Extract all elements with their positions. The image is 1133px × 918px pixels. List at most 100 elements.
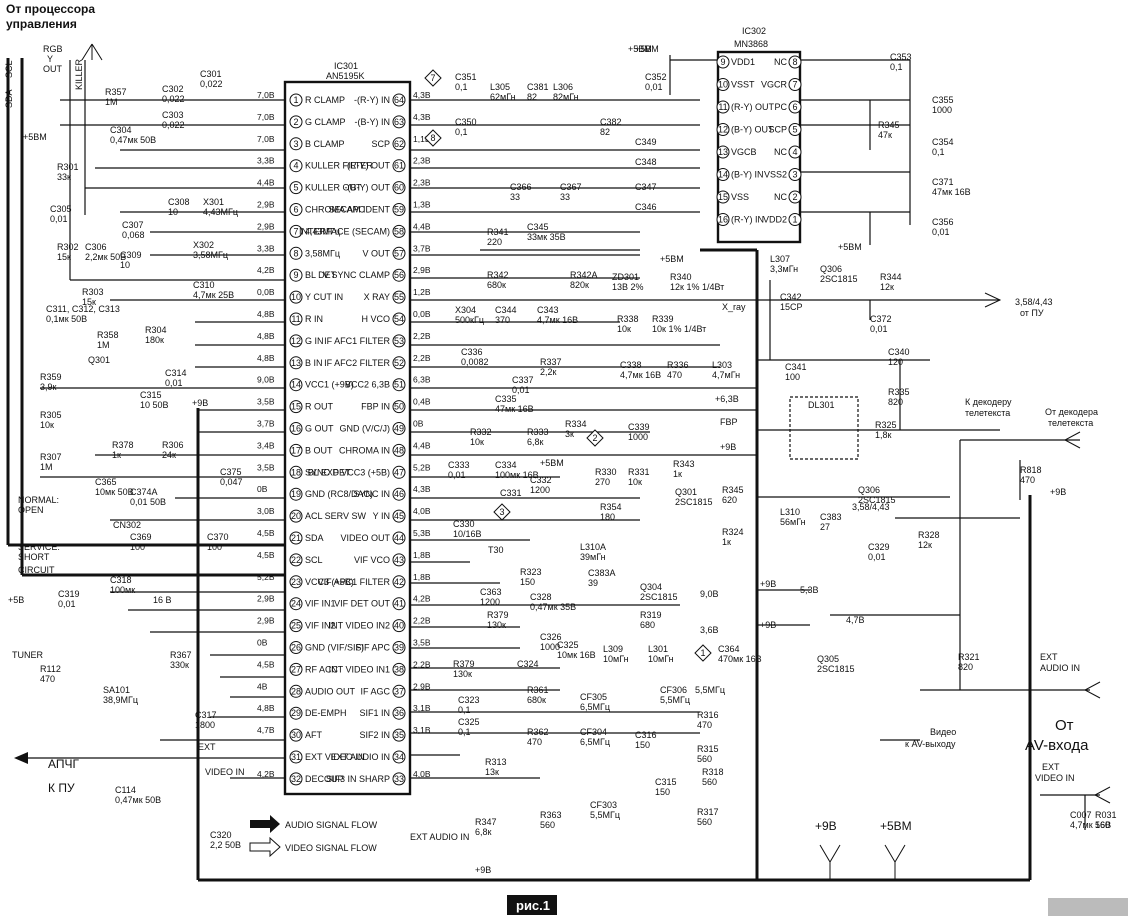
component-value: 10к: [470, 437, 484, 447]
pin-voltage: 3,1В: [413, 703, 431, 713]
component-value: 2SC1815: [817, 664, 855, 674]
pin-name: R IN: [305, 314, 323, 324]
pin-name: NC: [774, 147, 787, 157]
pin-voltage: 2,2В: [413, 616, 431, 626]
pin-number: 28: [291, 686, 301, 696]
component-ref: R357: [105, 87, 127, 97]
component-value: 5,5МГц: [660, 695, 690, 705]
component-ref: C366: [510, 182, 532, 192]
component-value: 5,5МГц: [590, 810, 620, 820]
component-value: 10к: [628, 477, 642, 487]
pin-name: VCC1 (+9В): [305, 380, 354, 390]
component-value: 560: [697, 754, 712, 764]
component-value: 3,58МГц: [193, 250, 228, 260]
pin-name: DECOUP: [305, 774, 344, 784]
pin-name: B OUT: [305, 445, 333, 455]
component-value: 0,1: [458, 705, 471, 715]
pin-voltage: 4,4В: [413, 440, 431, 450]
component-ref: C363: [480, 587, 502, 597]
note-label: OPEN: [18, 505, 44, 515]
component-value: 470: [667, 370, 682, 380]
component-value: 0,47мк 50В: [110, 135, 156, 145]
component-ref: R317: [697, 807, 719, 817]
component-value: 2SC1815: [858, 495, 896, 505]
pin-number: 19: [291, 489, 301, 499]
component-value: 1000: [628, 432, 648, 442]
component-value: 620: [722, 495, 737, 505]
pin-voltage: 4,2В: [413, 594, 431, 604]
pin-number: 23: [291, 577, 301, 587]
component-ref: C339: [628, 422, 650, 432]
from-av-1: От: [1055, 717, 1074, 734]
component-ref: C007: [1070, 810, 1092, 820]
component-ref: C302: [162, 84, 184, 94]
component-value: 1000: [932, 105, 952, 115]
component-value: 130к: [453, 669, 472, 679]
pin-voltage: 4,8В: [257, 331, 275, 341]
pin-voltage: 3,5В: [413, 638, 431, 648]
note-label: 4,7В: [846, 615, 865, 625]
component-ref: R342A: [570, 270, 598, 280]
pin-number: 58: [394, 226, 404, 236]
component-value: 0,022: [200, 79, 223, 89]
component-value: 0,022: [162, 94, 185, 104]
component-ref: C349: [635, 137, 657, 147]
pin-voltage: 7,0В: [257, 90, 275, 100]
component-value: 4,7мк 25В: [193, 290, 234, 300]
pin-voltage: 2,3В: [413, 156, 431, 166]
ic302-part: MN3868: [734, 39, 768, 49]
pin-number: 37: [394, 686, 404, 696]
from-cpu-line1: От процессора: [6, 2, 95, 16]
component-ref: C355: [932, 95, 954, 105]
note-label: +5ВМ: [660, 254, 684, 264]
pin-voltage: 2,9В: [257, 200, 275, 210]
pin-voltage: 3,5В: [257, 397, 275, 407]
pin-name: G OUT: [305, 424, 334, 434]
component-ref: T30: [488, 545, 504, 555]
marker-number: 2: [592, 433, 597, 443]
component-ref: C307: [122, 220, 144, 230]
component-ref: C319: [58, 589, 80, 599]
pin-number: 45: [394, 511, 404, 521]
pin-name: VIF IN2: [305, 621, 336, 631]
pin-number: 38: [394, 664, 404, 674]
note-label: EXT AUDIO IN: [410, 832, 469, 842]
legend-video: VIDEO SIGNAL FLOW: [285, 843, 377, 853]
pin-voltage: 2,9В: [257, 594, 275, 604]
figure-label: рис.1: [516, 898, 550, 913]
component-value: 0,01: [448, 470, 466, 480]
component-value: 6,5МГц: [580, 737, 610, 747]
pin-number: 29: [291, 708, 301, 718]
pin-voltage: 4,4В: [413, 221, 431, 231]
component-ref: C381: [527, 82, 549, 92]
pin-voltage: 6,3В: [413, 375, 431, 385]
component-ref: C325: [458, 717, 480, 727]
